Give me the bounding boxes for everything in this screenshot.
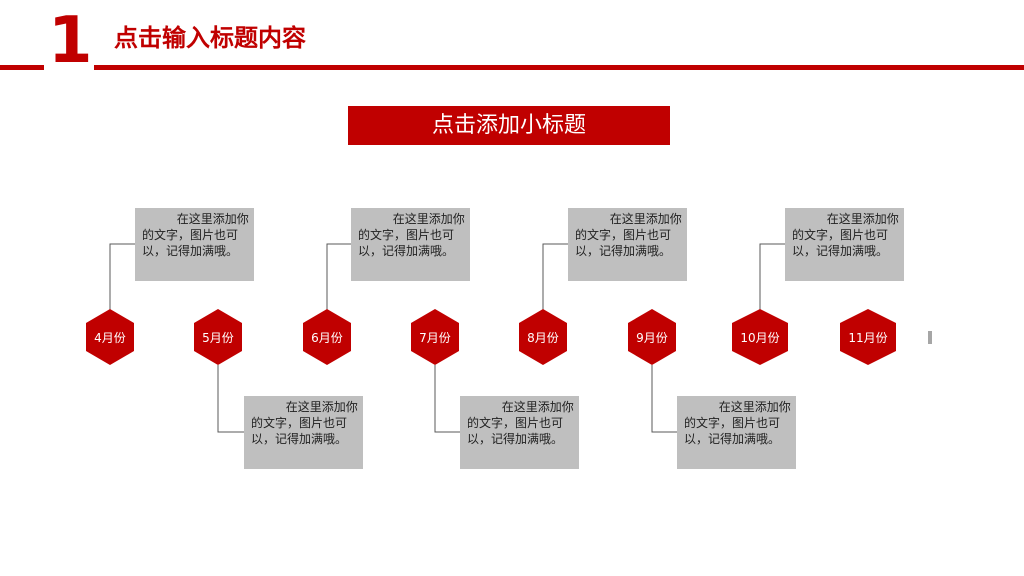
subtitle-banner[interactable]: 点击添加小标题 <box>348 106 670 145</box>
section-number: 1 <box>48 4 93 78</box>
text-card-content: 在这里添加你的文字，图片也可以，记得加满哦。 <box>358 212 465 258</box>
page-title[interactable]: 点击输入标题内容 <box>114 24 306 52</box>
connector-10 <box>759 243 785 311</box>
text-card-content: 在这里添加你的文字，图片也可以，记得加满哦。 <box>575 212 682 258</box>
connector-7 <box>434 365 460 433</box>
month-node-4[interactable]: 4月份 <box>86 309 134 365</box>
text-card-10[interactable]: 在这里添加你的文字，图片也可以，记得加满哦。 <box>785 208 904 281</box>
subtitle-text: 点击添加小标题 <box>431 113 586 138</box>
connector-4 <box>109 243 135 311</box>
text-card-7[interactable]: 在这里添加你的文字，图片也可以，记得加满哦。 <box>460 396 579 469</box>
month-node-5[interactable]: 5月份 <box>194 309 242 365</box>
text-card-6[interactable]: 在这里添加你的文字，图片也可以，记得加满哦。 <box>351 208 470 281</box>
text-card-5[interactable]: 在这里添加你的文字，图片也可以，记得加满哦。 <box>244 396 363 469</box>
month-node-9[interactable]: 9月份 <box>628 309 676 365</box>
connector-6 <box>326 243 351 311</box>
text-card-content: 在这里添加你的文字，图片也可以，记得加满哦。 <box>684 400 791 446</box>
month-node-7[interactable]: 7月份 <box>411 309 459 365</box>
timeline-end-marker <box>928 331 932 344</box>
month-node-11[interactable]: 11月份 <box>840 309 896 365</box>
text-card-content: 在这里添加你的文字，图片也可以，记得加满哦。 <box>467 400 574 446</box>
header-rule-left <box>0 65 44 70</box>
text-card-8[interactable]: 在这里添加你的文字，图片也可以，记得加满哦。 <box>568 208 687 281</box>
text-card-content: 在这里添加你的文字，图片也可以，记得加满哦。 <box>142 212 249 258</box>
connector-8 <box>542 243 568 311</box>
month-node-6[interactable]: 6月份 <box>303 309 351 365</box>
connector-9 <box>651 365 677 433</box>
month-node-10[interactable]: 10月份 <box>732 309 788 365</box>
month-node-8[interactable]: 8月份 <box>519 309 567 365</box>
text-card-4[interactable]: 在这里添加你的文字，图片也可以，记得加满哦。 <box>135 208 254 281</box>
text-card-9[interactable]: 在这里添加你的文字，图片也可以，记得加满哦。 <box>677 396 796 469</box>
connector-5 <box>217 365 244 433</box>
text-card-content: 在这里添加你的文字，图片也可以，记得加满哦。 <box>251 400 358 446</box>
text-card-content: 在这里添加你的文字，图片也可以，记得加满哦。 <box>792 212 899 258</box>
header-rule-right <box>94 65 1024 70</box>
